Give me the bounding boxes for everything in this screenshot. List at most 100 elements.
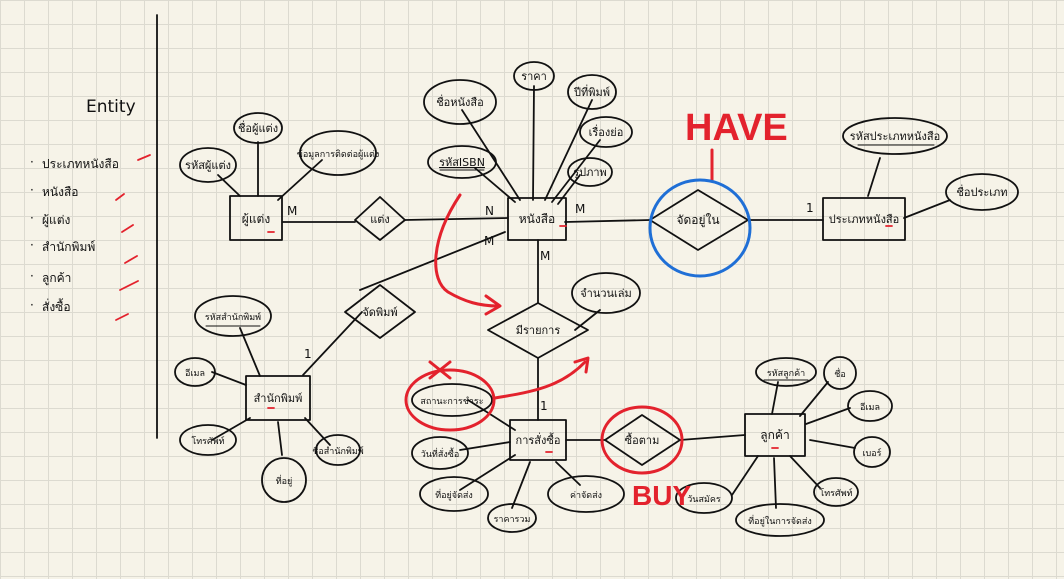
- attribute-cust-tel: เบอร์: [853, 436, 891, 468]
- sidebar-item: หนังสือ: [42, 185, 79, 199]
- svg-text:รหัสสำนักพิมพ์: รหัสสำนักพิมพ์: [205, 311, 261, 323]
- svg-text:อีเมล: อีเมล: [185, 368, 205, 379]
- relationship-buy[interactable]: ซื้อตาม: [604, 414, 681, 466]
- sidebar-bullet: ·: [30, 238, 34, 252]
- cardinality-label: M: [287, 204, 297, 218]
- sidebar-bullet: ·: [30, 183, 34, 197]
- svg-text:โทรศัพท์: โทรศัพท์: [191, 435, 224, 447]
- entity-book[interactable]: หนังสือ: [507, 197, 567, 241]
- attribute-cust-last: อีเมล: [847, 390, 893, 422]
- svg-text:HAVE: HAVE: [685, 107, 788, 149]
- attribute-pub-address: ที่อยู่: [261, 457, 307, 503]
- sidebar-item: ประเภทหนังสือ: [42, 157, 119, 171]
- cardinality-label: 1: [304, 347, 312, 361]
- svg-text:ราคา: ราคา: [521, 70, 547, 83]
- attribute-pub-name: อีเมล: [174, 357, 216, 387]
- sidebar-title: Entity: [86, 97, 136, 117]
- sidebar-item: ผู้แต่ง: [42, 213, 70, 228]
- entity-book-label: หนังสือ: [519, 212, 556, 226]
- svg-text:ชื่อผู้แต่ง: ชื่อผู้แต่ง: [238, 120, 278, 135]
- svg-text:ชื่อสำนักพิมพ์: ชื่อสำนักพิมพ์: [312, 444, 364, 457]
- entity-customer[interactable]: ลูกค้า: [744, 413, 806, 457]
- sidebar-item: ลูกค้า: [42, 271, 71, 286]
- cardinality-label: M: [540, 249, 550, 263]
- attribute-book-isbn: รหัสISBN: [427, 145, 497, 179]
- svg-text:ชื่อ: ชื่อ: [834, 367, 846, 380]
- attribute-qty: จำนวนเล่ม: [571, 272, 641, 314]
- relationship-publish[interactable]: จัดพิมพ์: [344, 284, 416, 339]
- svg-text:ค่าจัดส่ง: ค่าจัดส่ง: [570, 491, 602, 501]
- entity-author-label: ผู้แต่ง: [242, 212, 270, 227]
- entity-publisher[interactable]: สำนักพิมพ์: [245, 375, 311, 421]
- relationship-publish-label: จัดพิมพ์: [362, 306, 397, 319]
- attribute-author-name: ชื่อผู้แต่ง: [233, 112, 283, 144]
- svg-text:ปีที่พิมพ์: ปีที่พิมพ์: [573, 84, 610, 99]
- buy-annotation: BUY: [600, 405, 691, 511]
- svg-text:รหัสลูกค้า: รหัสลูกค้า: [767, 368, 805, 379]
- relationship-contain[interactable]: มีรายการ: [487, 302, 589, 359]
- svg-text:รหัสISBN: รหัสISBN: [439, 156, 485, 169]
- attribute-cust-address: ที่อยู่ในการจัดส่ง: [735, 503, 825, 537]
- svg-text:ที่อยู่ในการจัดส่ง: ที่อยู่ในการจัดส่ง: [748, 514, 812, 527]
- entity-category-label: ประเภทหนังสือ: [829, 213, 900, 226]
- sidebar-list: · ประเภทหนังสือ · หนังสือ · ผู้แต่ง · สำ…: [30, 154, 151, 321]
- attribute-book-price: ราคา: [513, 61, 555, 91]
- svg-text:ชื่อประเภท: ชื่อประเภท: [956, 184, 1007, 199]
- svg-text:เบอร์: เบอร์: [862, 447, 881, 459]
- attribute-order-ship: ที่อยู่จัดส่ง: [419, 476, 489, 512]
- have-annotation: HAVE: [685, 107, 788, 182]
- attribute-cust-first: ชื่อ: [823, 356, 857, 390]
- svg-text:วันสมัคร: วันสมัคร: [687, 495, 721, 505]
- checkmark-icon: [124, 255, 138, 264]
- relationship-write-label: แต่ง: [370, 213, 390, 226]
- svg-text:ชื่อหนังสือ: ชื่อหนังสือ: [436, 94, 484, 109]
- svg-text:BUY: BUY: [632, 480, 691, 511]
- cardinality-label: 1: [540, 399, 548, 413]
- sidebar-bullet: ·: [30, 269, 34, 283]
- cardinality-label: N: [485, 204, 494, 218]
- svg-text:สถานะการชำระ: สถานะการชำระ: [420, 396, 483, 407]
- svg-text:ที่อยู่จัดส่ง: ที่อยู่จัดส่ง: [435, 488, 473, 501]
- checkmark-icon: [115, 193, 125, 201]
- entity-category[interactable]: ประเภทหนังสือ: [822, 197, 906, 241]
- svg-text:จำนวนเล่ม: จำนวนเล่ม: [580, 287, 632, 300]
- relationship-write[interactable]: แต่ง: [354, 196, 406, 241]
- sidebar-item: สั่งซื้อ: [42, 298, 71, 314]
- entity-order[interactable]: การสั่งซื้อ: [509, 419, 567, 461]
- attribute-cust-id: รหัสลูกค้า: [755, 357, 817, 387]
- cardinality-label: 1: [806, 201, 814, 215]
- attribute-book-name: ชื่อหนังสือ: [423, 79, 497, 125]
- relationship-contain-label: มีรายการ: [516, 324, 561, 337]
- checkmark-icon: [115, 313, 129, 321]
- svg-text:รูปภาพ: รูปภาพ: [573, 166, 607, 179]
- attribute-author-id: รหัสผู้แต่ง: [179, 147, 237, 183]
- svg-text:รหัสผู้แต่ง: รหัสผู้แต่ง: [185, 159, 231, 172]
- attribute-order-total: ราคารวม: [487, 503, 537, 533]
- svg-text:วันที่สั่งซื้อ: วันที่สั่งซื้อ: [421, 447, 460, 460]
- checkmark-icon: [119, 280, 139, 291]
- svg-text:โทรศัพท์: โทรศัพท์: [819, 487, 852, 499]
- cardinality-label: M: [484, 234, 494, 248]
- relationship-group-label: จัดอยู่ใน: [676, 213, 719, 228]
- svg-text:รหัสประเภทหนังสือ: รหัสประเภทหนังสือ: [850, 130, 940, 143]
- relationship-group[interactable]: จัดอยู่ใน: [649, 189, 749, 251]
- relationship-buy-label: ซื้อตาม: [625, 432, 660, 447]
- cardinality-label: M: [575, 202, 585, 216]
- red-arrow-isbn: [434, 193, 502, 316]
- svg-text:อีเมล: อีเมล: [860, 402, 880, 413]
- entity-author[interactable]: ผู้แต่ง: [229, 195, 283, 241]
- sidebar-bullet: ·: [30, 298, 34, 312]
- svg-text:ที่อยู่: ที่อยู่: [276, 474, 293, 487]
- attribute-book-image: รูปภาพ: [567, 157, 613, 187]
- attribute-order-shipfee: ค่าจัดส่ง: [547, 475, 625, 513]
- red-cross-status: [404, 356, 590, 432]
- attribute-book-summary: เรื่องย่อ: [579, 116, 633, 148]
- attribute-author-contact: ข้อมูลการติดต่อผู้แต่ง: [297, 130, 379, 176]
- attribute-pub-email: ชื่อสำนักพิมพ์: [312, 434, 364, 466]
- sidebar-bullet: ·: [30, 211, 34, 225]
- attribute-pub-id: รหัสสำนักพิมพ์: [194, 295, 272, 337]
- attribute-cust-phone: โทรศัพท์: [813, 477, 859, 507]
- entity-publisher-label: สำนักพิมพ์: [254, 392, 303, 405]
